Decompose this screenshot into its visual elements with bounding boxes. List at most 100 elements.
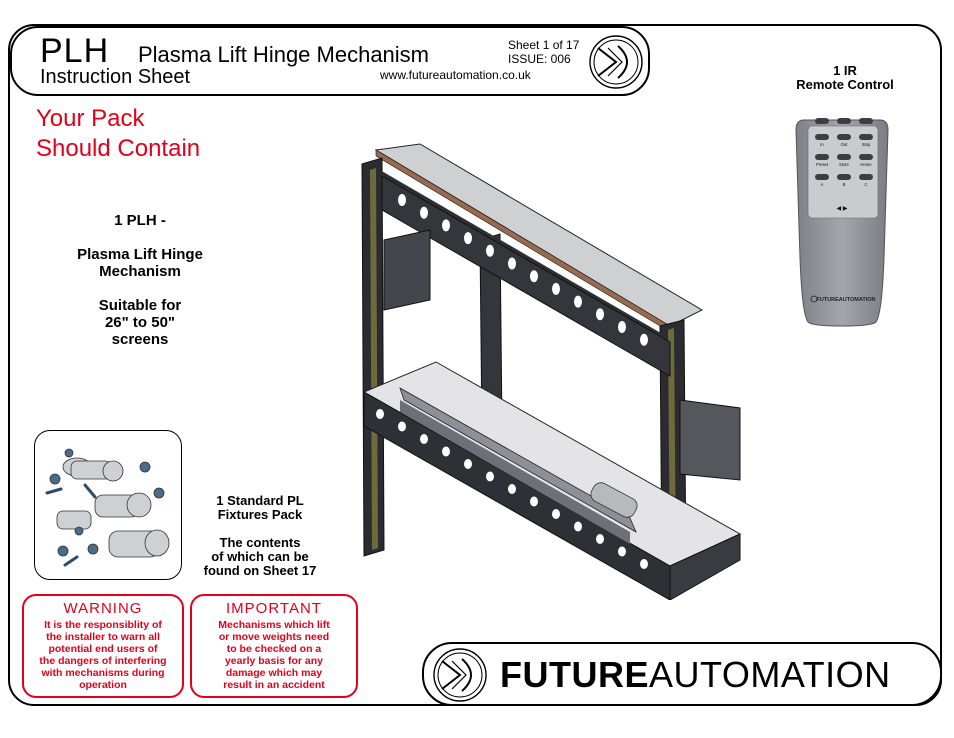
plh-line4: Suitable for [98,297,182,314]
website-link[interactable]: www.futureautomation.co.uk [380,68,531,82]
frame-hole [376,409,384,419]
frame-hole [486,471,494,482]
fixtures-pack-icon [45,448,170,567]
warning-line3: potential end users of [48,643,158,655]
remote-button-label: C [864,182,867,187]
plh-item-description: 1 PLH - Plasma Lift Hinge Mechanism Suit… [40,212,240,348]
fixtures-pack-image [34,430,182,580]
remote-button [859,134,873,140]
remote-button-label: A [821,182,824,187]
important-line2: or move weights need [218,631,330,643]
warning-line1: It is the responsiblity of [44,619,162,631]
fixtures-line2: Fixtures Pack [217,507,303,522]
frame-hole [640,333,648,346]
important-line4: yearly basis for any [224,655,324,667]
remote-button-label: B [843,182,846,187]
warning-title: WARNING [63,600,143,617]
frame-hole [552,509,560,519]
remote-button [859,154,873,160]
product-code: PLH [40,32,110,70]
brand-bold: FUTURE [500,654,649,695]
pack-heading: Your Pack Should Contain [36,104,276,164]
remote-button [859,174,873,180]
frame-hole [398,421,406,432]
important-line5: damage which may [225,667,323,679]
frame-hole [486,244,494,257]
warning-line5: with mechanisms during [41,667,165,679]
frame-hole [574,295,582,308]
frame-hole [530,270,538,283]
remote-button [837,154,851,160]
svg-text:◀ ▶: ◀ ▶ [837,206,848,212]
frame-hole [530,496,538,507]
plh-line3: Mechanism [99,263,181,280]
warning-line2: the installer to warn all [46,631,160,643]
remote-button-label: In [820,142,824,147]
remote-button [815,174,829,180]
remote-button [837,174,851,180]
frame-hole [574,521,582,532]
important-line1: Mechanisms which lift [218,619,330,631]
remote-button-label: Out [841,142,849,147]
important-body: Mechanisms which lift or move weights ne… [192,617,356,691]
remote-button [837,134,851,140]
document-subtitle: Instruction Sheet [40,66,191,88]
important-title: IMPORTANT [226,600,322,617]
pack-heading-line2: Should Contain [36,135,201,162]
remote-button-label: F [865,118,868,119]
warning-body: It is the responsiblity of the installer… [24,617,182,691]
frame-hole [640,559,648,569]
remote-brand: FUTUREAUTOMATION [816,297,875,303]
warning-line4: the dangers of interfering [39,655,167,667]
important-line6: result in an accident [223,679,325,691]
fixtures-line1: 1 Standard PL [216,493,304,508]
fixtures-line3: The contents [219,535,301,550]
frame-hole [596,308,604,321]
fixtures-line5: found on Sheet 17 [203,563,317,578]
brand-block: FUTUREAUTOMATION [422,642,942,706]
plh-line2: Plasma Lift Hinge [77,246,203,263]
frame-hole [552,282,560,295]
frame-hole [442,446,450,457]
frame-hole [508,484,516,494]
remote-button-label: Preset [816,162,829,167]
issue-number: ISSUE: 006 [508,52,571,66]
product-title: Plasma Lift Hinge Mechanism [138,42,430,67]
frame-hole [398,194,406,206]
remote-button [815,118,829,124]
frame-hole [420,434,428,444]
warning-line6: operation [79,679,127,691]
frame-hole [596,534,604,544]
remote-button-label: Store [839,162,850,167]
pack-heading-line1: Your Pack [36,105,145,132]
remote-button-label: E [843,118,846,119]
remote-button-label: D [820,118,823,119]
brand-regular: AUTOMATION [649,654,891,695]
brand-name: FUTUREAUTOMATION [500,654,891,696]
remote-button-label: Stop [862,142,871,147]
frame-hole [442,219,450,232]
remote-button [859,118,873,124]
fixtures-description: 1 Standard PL Fixtures Pack The contents… [192,494,328,578]
frame-hole [420,206,428,219]
remote-label-line2: Remote Control [796,77,894,92]
remote-label: 1 IR Remote Control [770,64,920,92]
plasma-lift-mechanism-icon [361,143,742,600]
remote-button [815,154,829,160]
title-block: PLH Plasma Lift Hinge Mechanism Instruct… [10,26,650,96]
plh-line5: 26" to 50" [104,314,176,331]
important-box: IMPORTANT Mechanisms which lift or move … [190,594,358,698]
frame-hole [464,459,472,469]
frame-hole [464,232,472,245]
plh-line1: 1 PLH - [114,212,166,229]
fa-logo-icon [589,35,643,89]
remote-button [837,118,851,124]
warning-box: WARNING It is the responsiblity of the i… [22,594,184,698]
frame-hole [618,546,626,557]
fixtures-line4: of which can be [211,549,309,564]
plh-line6: screens [111,331,169,348]
remote-button [815,134,829,140]
important-line3: to be checked on a [226,643,322,655]
remote-button-label: Home [860,162,872,167]
